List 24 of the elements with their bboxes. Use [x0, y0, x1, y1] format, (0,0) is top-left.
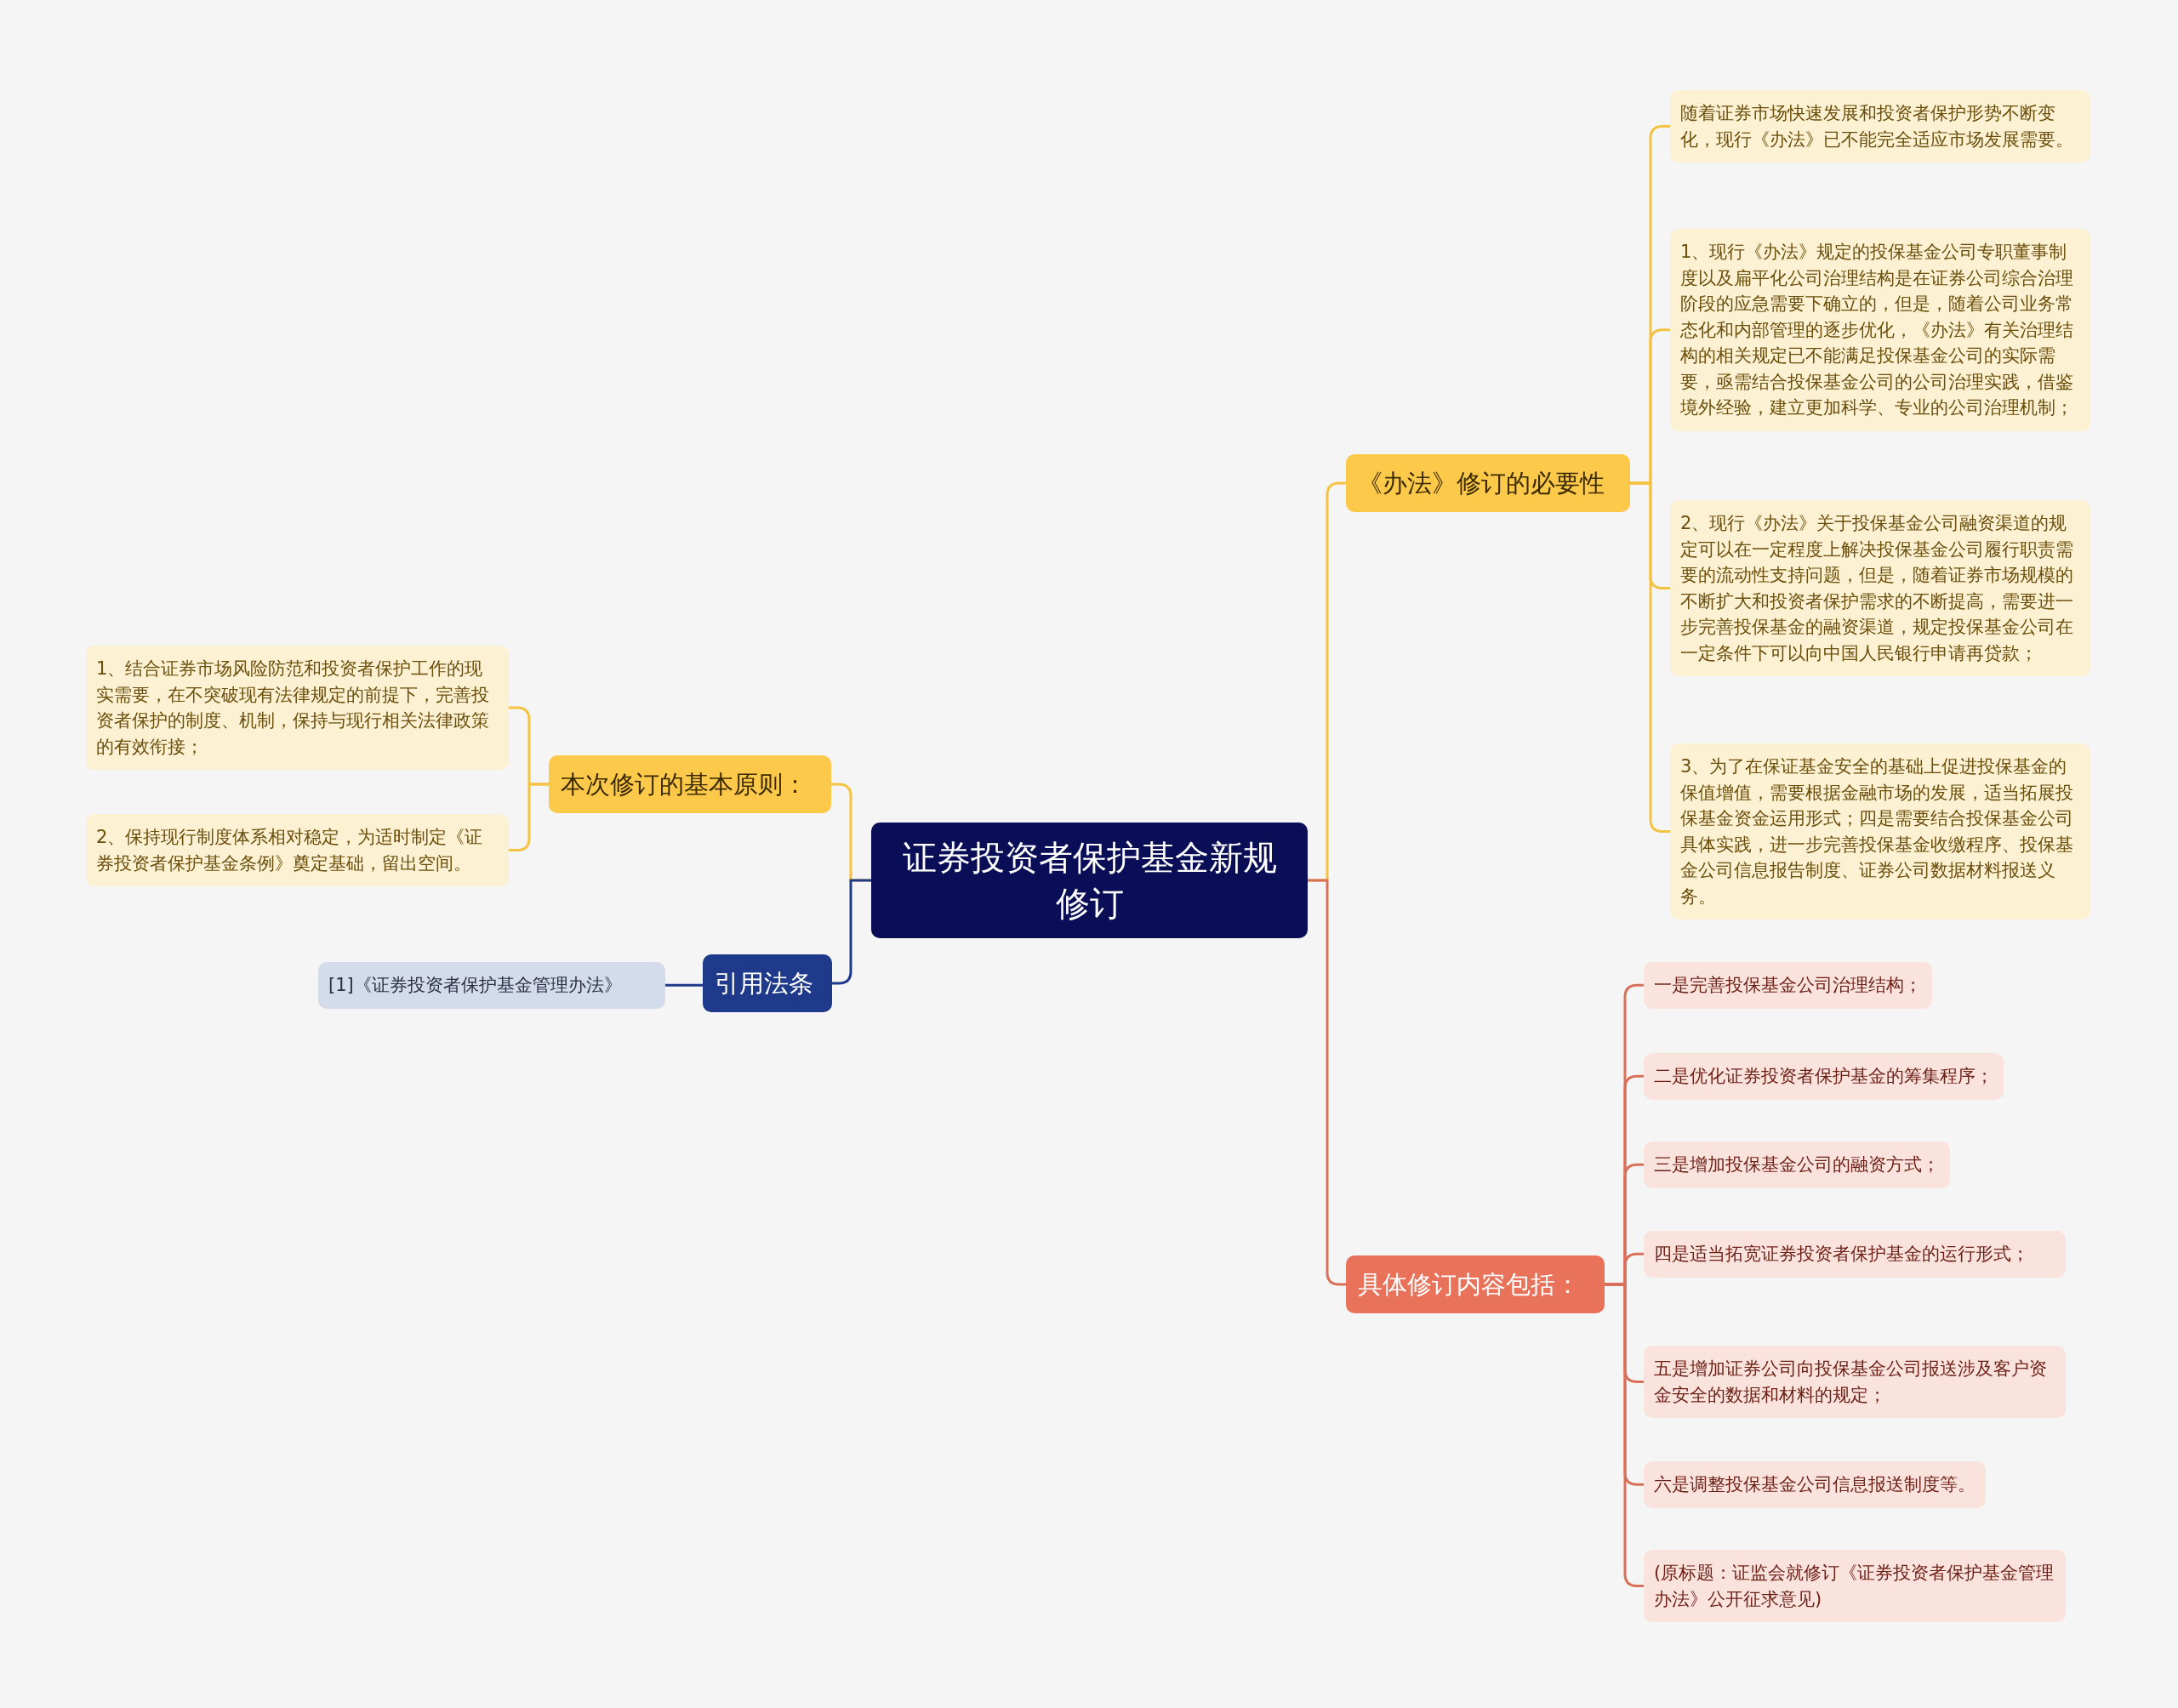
- text-box: 一是完善投保基金公司治理结构；: [1644, 962, 1932, 1009]
- connector-line: [1308, 879, 1346, 1286]
- connector-line: [1630, 481, 1670, 833]
- topic-box: 引用法条: [703, 954, 832, 1012]
- text-box: 2、现行《办法》关于投保基金公司融资渠道的规定可以在一定程度上解决投保基金公司履行职责需要的流动性支持问题，但是，随着证券市场规模的不断扩大和投资者保护需求的不断提高，需要进一步完善投保基金的融资渠道，规定投保基金公司在一定条件下可以向中国人民银行申请再贷款；: [1670, 500, 2090, 676]
- text-box: [1]《证券投资者保护基金管理办法》: [318, 962, 665, 1009]
- text-box: 1、现行《办法》规定的投保基金公司专职董事制度以及扁平化公司治理结构是在证券公司综合治理阶段的应急需要下确立的，但是，随着公司业务常态化和内部管理的逐步优化，《办法》有关治理结构的相关规定已不能满足投保基金公司的实际需要，亟需结合投保基金公司的公司治理实践，借鉴境外经验，建立更加科学、专业的公司治理机制；: [1670, 229, 2090, 431]
- connector-line: [665, 983, 703, 987]
- connector-line: [832, 879, 871, 985]
- topic-box: 本次修订的基本原则：: [549, 755, 831, 813]
- text-box: (原标题：证监会就修订《证券投资者保护基金管理办法》公开征求意见): [1644, 1550, 2066, 1622]
- central-topic-box: 证券投资者保护基金新规修订: [871, 823, 1308, 938]
- text-box: 1、结合证券市场风险防范和投资者保护工作的现实需要，在不突破现有法律规定的前提下，完善投资者保护的制度、机制，保持与现行相关法律政策的有效衔接；: [86, 646, 509, 770]
- topic-box: 具体修订内容包括：: [1346, 1255, 1605, 1313]
- text-box: 三是增加投保基金公司的融资方式；: [1644, 1142, 1950, 1188]
- text-box: 2、保持现行制度体系相对稳定，为适时制定《证券投资者保护基金条例》奠定基础，留出空间。: [86, 814, 509, 886]
- text-box: 五是增加证券公司向投保基金公司报送涉及客户资金安全的数据和材料的规定；: [1644, 1346, 2066, 1418]
- text-box: 六是调整投保基金公司信息报送制度等。: [1644, 1461, 1986, 1508]
- text-box: 二是优化证券投资者保护基金的筹集程序；: [1644, 1053, 2004, 1100]
- topic-box: 《办法》修订的必要性: [1346, 454, 1630, 512]
- text-box: 3、为了在保证基金安全的基础上促进投保基金的保值增值，需要根据金融市场的发展，适当拓展投保基金资金运用形式；四是需要结合投保基金公司具体实践，进一步完善投保基金收缴程序、投保基金公司信息报告制度、证券公司数据材料报送义务。: [1670, 743, 2090, 919]
- text-box: 随着证券市场快速发展和投资者保护形势不断变化，现行《办法》已不能完全适应市场发展需要。: [1670, 90, 2090, 162]
- connector-line: [509, 783, 549, 851]
- text-box: 四是适当拓宽证券投资者保护基金的运行形式；: [1644, 1231, 2066, 1278]
